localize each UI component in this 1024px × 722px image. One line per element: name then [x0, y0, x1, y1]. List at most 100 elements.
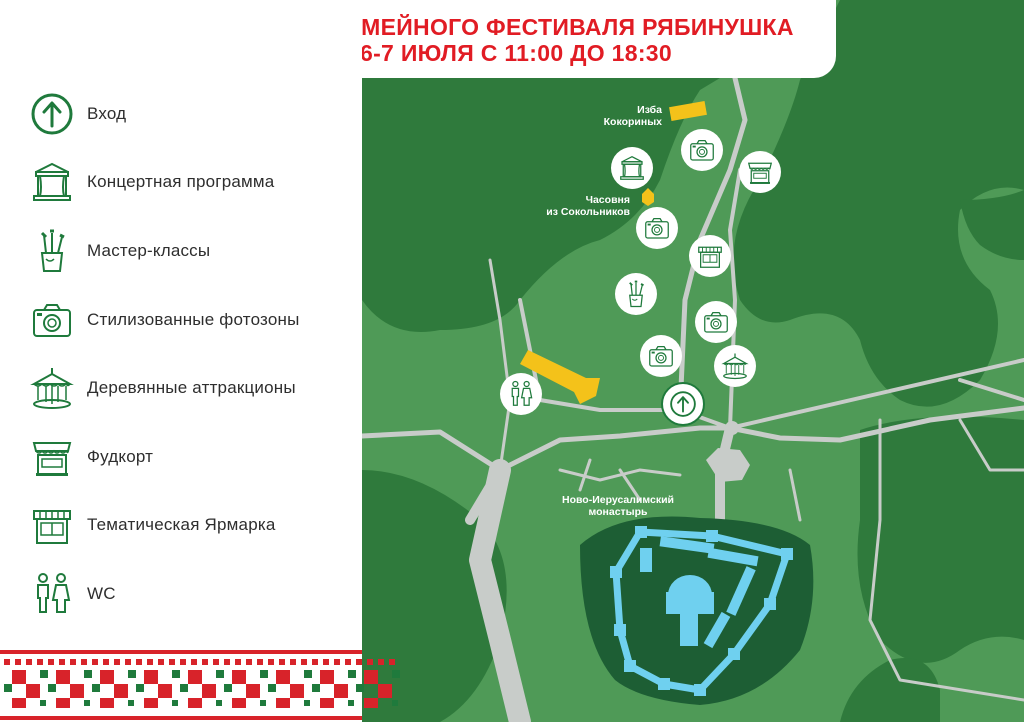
ornament-dot — [345, 659, 351, 665]
ornament-motif — [290, 684, 304, 698]
camera-icon — [28, 296, 76, 344]
ornament-dot — [81, 659, 87, 665]
chapel-label-line2: из Сокольников — [546, 206, 630, 218]
ornament-motif — [232, 698, 246, 708]
ornament-motif — [188, 698, 202, 708]
ornament-leaf — [392, 700, 398, 706]
road-junction — [490, 462, 506, 478]
ornament-motif — [12, 698, 26, 708]
ornament-motif — [100, 698, 114, 708]
ornament-dot — [378, 659, 384, 665]
legend-label: Деревянные аттракционы — [87, 378, 296, 397]
carousel-icon — [28, 364, 76, 412]
legend-item-photozones: Стилизованные фотозоны — [28, 295, 358, 345]
ornament-dot — [169, 659, 175, 665]
ornament-dot — [147, 659, 153, 665]
legend-item-wc: WC — [28, 569, 358, 619]
ornament-motif — [320, 698, 334, 708]
ornament-motif — [12, 670, 26, 684]
ornament-leaf — [40, 670, 48, 678]
ornament-dot — [356, 659, 362, 665]
ornament-leaf — [348, 670, 356, 678]
ornament-dot — [224, 659, 230, 665]
map-marker-camera-icon[interactable] — [681, 129, 723, 171]
ornament-dot — [334, 659, 340, 665]
ornament-dot — [235, 659, 241, 665]
ornament-dot — [246, 659, 252, 665]
ornament-motif — [144, 698, 158, 708]
legend-label: Вход — [87, 104, 127, 123]
ornament-leaf — [128, 670, 136, 678]
ornament-dot — [114, 659, 120, 665]
ornament-motif — [144, 670, 158, 684]
ornament-dot — [59, 659, 65, 665]
legend-label: Мастер-классы — [87, 241, 211, 260]
page-subtitle: 6-7 ИЮЛЯ С 11:00 ДО 18:30 — [359, 40, 672, 66]
ornament-dot — [15, 659, 21, 665]
wc-icon — [28, 570, 76, 618]
ornament-motif — [364, 670, 378, 684]
izba-label-line2: Кокориных — [603, 116, 662, 128]
map-marker-carousel-icon[interactable] — [714, 345, 756, 387]
ornament-dot — [257, 659, 263, 665]
ornament-leaf — [172, 700, 178, 706]
legend-panel: Вход Концертная программа Мастер-классы … — [0, 0, 362, 646]
concert-stage-icon — [28, 158, 76, 206]
map-marker-craft-brushes-icon[interactable] — [615, 273, 657, 315]
map-marker-wc-icon[interactable] — [500, 373, 542, 415]
ornament-dot — [268, 659, 274, 665]
map-marker-camera-icon[interactable] — [695, 301, 737, 343]
ornament-leaf — [304, 670, 312, 678]
ornament-motif — [334, 684, 348, 698]
ornament-leaf — [224, 684, 232, 692]
ornament-dot — [158, 659, 164, 665]
legend-item-entrance: Вход — [28, 89, 358, 139]
ornament-dot — [103, 659, 109, 665]
ornament-dot — [367, 659, 373, 665]
food-stall-icon — [28, 433, 76, 481]
ornament-motif — [158, 684, 172, 698]
entrance-icon — [28, 90, 76, 138]
roads — [359, 75, 1024, 722]
legend-label: Фудкорт — [87, 447, 154, 466]
ornament-dot — [136, 659, 142, 665]
ornament-leaf — [216, 670, 224, 678]
ornament-motif — [100, 670, 114, 684]
ornament-leaf — [40, 700, 46, 706]
ornament-dot — [312, 659, 318, 665]
chapel-label-line1: Часовня — [585, 194, 630, 206]
ornament-motif — [26, 684, 40, 698]
legend-label: Тематическая Ярмарка — [87, 515, 276, 534]
ornament-leaf — [348, 700, 354, 706]
map-marker-entrance-icon[interactable] — [661, 382, 705, 426]
map-markers[interactable] — [500, 129, 781, 426]
ornament-leaf — [216, 700, 222, 706]
ornament-dot — [213, 659, 219, 665]
ornament-motif — [70, 684, 84, 698]
ornament-dot — [389, 659, 395, 665]
izba-label: Изба Кокориных — [590, 104, 662, 128]
ornament-leaf — [48, 684, 56, 692]
izba-label-line1: Изба — [637, 104, 662, 116]
ornament-leaf — [172, 670, 180, 678]
ornament-border-bottom — [0, 716, 362, 720]
ornament-motif — [202, 684, 216, 698]
ornament-leaf — [136, 684, 144, 692]
ornament-motif — [276, 698, 290, 708]
map-marker-food-stall-icon[interactable] — [739, 151, 781, 193]
fair-shop-icon — [28, 501, 76, 549]
map-marker-camera-icon[interactable] — [640, 335, 682, 377]
ornament-dot — [70, 659, 76, 665]
map-marker-concert-stage-icon[interactable] — [611, 147, 653, 189]
ornament-dot — [290, 659, 296, 665]
map-marker-camera-icon[interactable] — [636, 207, 678, 249]
ornament-dot — [4, 659, 10, 665]
map-marker-fair-shop-icon[interactable] — [689, 235, 731, 277]
craft-brushes-icon — [28, 227, 76, 275]
ornament-dot — [26, 659, 32, 665]
ornament-leaf — [356, 684, 364, 692]
ornament-leaf — [312, 684, 320, 692]
ornament-leaf — [84, 700, 90, 706]
ornament-dot — [202, 659, 208, 665]
